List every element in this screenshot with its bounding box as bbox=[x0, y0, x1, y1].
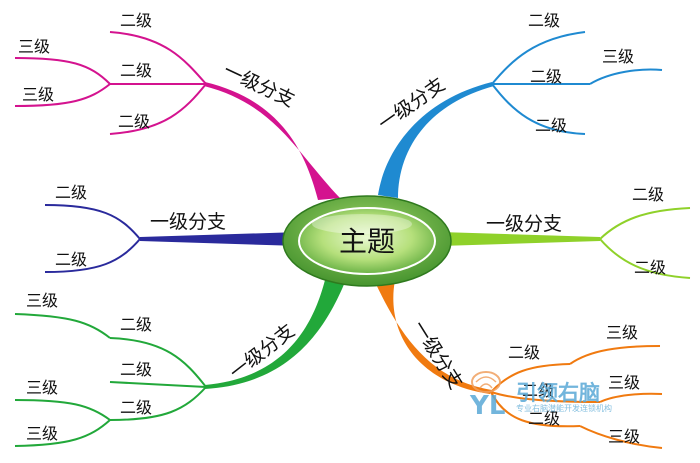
branch-line bbox=[490, 391, 581, 428]
level3-label: 三级 bbox=[608, 427, 640, 446]
level2-label: 二级 bbox=[55, 250, 87, 269]
branch-label: 一级分支 bbox=[486, 213, 562, 235]
branch-line bbox=[14, 399, 111, 421]
level2-label: 二级 bbox=[120, 61, 152, 80]
branch-connector bbox=[378, 82, 494, 198]
branch-line bbox=[569, 345, 661, 365]
level2-label: 二级 bbox=[118, 112, 150, 131]
branch-connector bbox=[375, 280, 492, 394]
branch-line bbox=[599, 238, 691, 279]
branch-line bbox=[490, 363, 571, 393]
central-topic-bubble bbox=[298, 207, 436, 275]
branch-line bbox=[491, 83, 586, 135]
level2-label: 二级 bbox=[522, 381, 554, 400]
watermark: YL 引领右脑 专业右脑潜能开发连锁机构 bbox=[469, 371, 612, 421]
level2-label: 二级 bbox=[528, 409, 560, 428]
branch-line bbox=[14, 313, 111, 339]
level3-label: 三级 bbox=[26, 291, 58, 310]
branch-lower-left: 一级分支 二级 二级 二级 三级 三级 三级 bbox=[14, 280, 345, 447]
branch-label: 一级分支 bbox=[374, 73, 449, 135]
level2-label: 二级 bbox=[55, 183, 87, 202]
level3-label: 三级 bbox=[26, 424, 58, 443]
level2-label: 二级 bbox=[120, 398, 152, 417]
level3-label: 三级 bbox=[602, 47, 634, 66]
brain-logo-icon bbox=[471, 371, 501, 393]
level3-label: 三级 bbox=[606, 323, 638, 342]
central-topic-highlight bbox=[312, 214, 412, 234]
level2-label: 二级 bbox=[120, 11, 152, 30]
branch-line bbox=[109, 386, 207, 421]
level3-label: 三级 bbox=[22, 85, 54, 104]
branch-line bbox=[599, 207, 691, 240]
branch-label: 一级分支 bbox=[220, 60, 298, 112]
branch-line bbox=[109, 337, 207, 388]
branch-lower-right: 一级分支 二级 二级 二级 三级 三级 三级 bbox=[375, 280, 663, 449]
branch-line bbox=[589, 68, 663, 85]
level2-label: 二级 bbox=[528, 11, 560, 30]
level2-label: 二级 bbox=[634, 258, 666, 277]
level2-label: 二级 bbox=[535, 116, 567, 135]
branch-line bbox=[579, 425, 663, 449]
branch-line bbox=[109, 31, 207, 85]
branch-line bbox=[44, 238, 141, 273]
central-topic-label: 主题 bbox=[339, 225, 395, 258]
branch-line bbox=[599, 392, 663, 403]
branch-connector bbox=[440, 232, 600, 246]
branch-upper-left: 一级分支 二级 二级 二级 三级 三级 bbox=[14, 11, 340, 200]
branch-line bbox=[14, 57, 111, 85]
level2-label: 二级 bbox=[120, 315, 152, 334]
branch-line bbox=[44, 204, 141, 240]
level2-label: 二级 bbox=[632, 185, 664, 204]
branch-upper-right: 一级分支 二级 二级 二级 三级 bbox=[374, 11, 663, 198]
watermark-subtitle: 专业右脑潜能开发连锁机构 bbox=[516, 403, 612, 413]
branch-line bbox=[490, 391, 601, 403]
watermark-logo: YL bbox=[469, 391, 505, 421]
branch-connector bbox=[205, 280, 345, 389]
level2-label: 二级 bbox=[120, 360, 152, 379]
branch-right: 一级分支 二级 二级 bbox=[440, 185, 691, 279]
branch-connector bbox=[140, 232, 300, 246]
branch-left: 一级分支 二级 二级 bbox=[44, 183, 300, 273]
level2-label: 二级 bbox=[530, 67, 562, 86]
branch-line bbox=[491, 31, 586, 85]
central-topic: 主题 bbox=[282, 195, 452, 287]
branch-line bbox=[109, 381, 207, 388]
branch-connector bbox=[204, 82, 340, 200]
branch-line bbox=[14, 419, 111, 447]
branch-line bbox=[14, 83, 111, 107]
watermark-title: 引领右脑 bbox=[516, 381, 600, 405]
branch-label: 一级分支 bbox=[150, 211, 226, 233]
level3-label: 三级 bbox=[26, 378, 58, 397]
level3-label: 三级 bbox=[608, 373, 640, 392]
branch-line bbox=[109, 83, 207, 135]
level2-label: 二级 bbox=[508, 343, 540, 362]
level3-label: 三级 bbox=[18, 37, 50, 56]
